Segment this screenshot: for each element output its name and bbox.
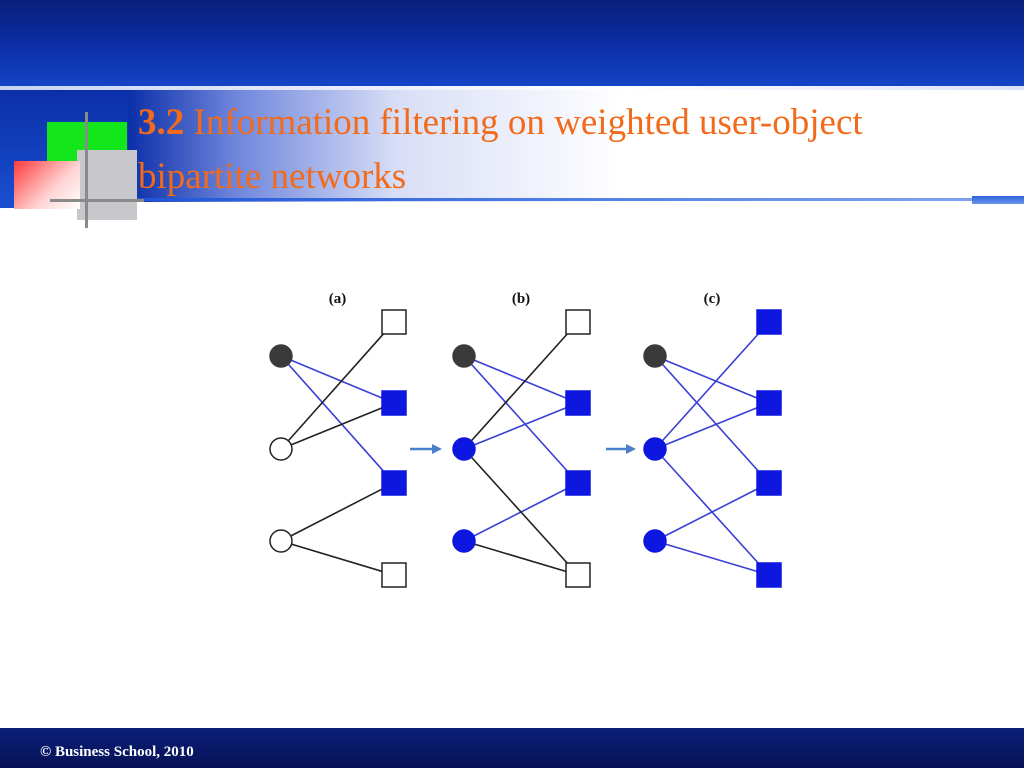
network-edge (463, 355, 579, 484)
network-edge (463, 402, 579, 450)
slide-title: 3.2 Information filtering on weighted us… (138, 96, 968, 204)
slide-title-text: Information filtering on weighted user-o… (138, 102, 863, 197)
user-node (269, 437, 293, 461)
network-edge (280, 355, 395, 484)
user-node (269, 344, 293, 368)
network-edge (280, 355, 395, 404)
title-rule-accent (972, 196, 1024, 204)
slide-title-number: 3.2 (138, 102, 185, 143)
user-node (452, 529, 476, 553)
header-band (0, 0, 1024, 88)
user-node (643, 529, 667, 553)
decor-cross-horizontal (50, 199, 144, 202)
user-node (643, 344, 667, 368)
user-node (269, 529, 293, 553)
object-node (381, 562, 407, 588)
network-edge (654, 321, 770, 450)
network-edge (463, 540, 579, 576)
object-node (756, 309, 782, 335)
transition-arrow-head (432, 444, 442, 454)
panel-label: (a) (329, 291, 347, 307)
network-edge (280, 321, 395, 450)
object-node (565, 390, 591, 416)
network-edge (463, 448, 579, 576)
object-node (381, 470, 407, 496)
panel-label: (c) (704, 291, 721, 307)
network-edge (654, 402, 770, 450)
network-edge (280, 482, 395, 542)
footer-copyright: © Business School, 2010 (40, 744, 194, 760)
object-node (381, 309, 407, 335)
decor-cross-vertical (85, 112, 88, 228)
object-node (756, 470, 782, 496)
network-edge (654, 355, 770, 484)
object-node (565, 309, 591, 335)
object-node (756, 390, 782, 416)
user-node (452, 437, 476, 461)
network-edge (654, 540, 770, 576)
object-node (565, 470, 591, 496)
network-edge (654, 482, 770, 542)
object-node (381, 390, 407, 416)
object-node (756, 562, 782, 588)
title-rule (128, 198, 972, 201)
user-node (452, 344, 476, 368)
network-edge (280, 540, 395, 576)
network-edge (280, 402, 395, 450)
footer-band (0, 728, 1024, 768)
title-band (128, 90, 1024, 202)
network-edge (463, 355, 579, 404)
network-edge (654, 355, 770, 404)
panel-label: (b) (512, 291, 530, 307)
user-node (643, 437, 667, 461)
object-node (565, 562, 591, 588)
transition-arrow-head (626, 444, 636, 454)
header-divider (0, 86, 1024, 90)
network-edge (463, 321, 579, 450)
